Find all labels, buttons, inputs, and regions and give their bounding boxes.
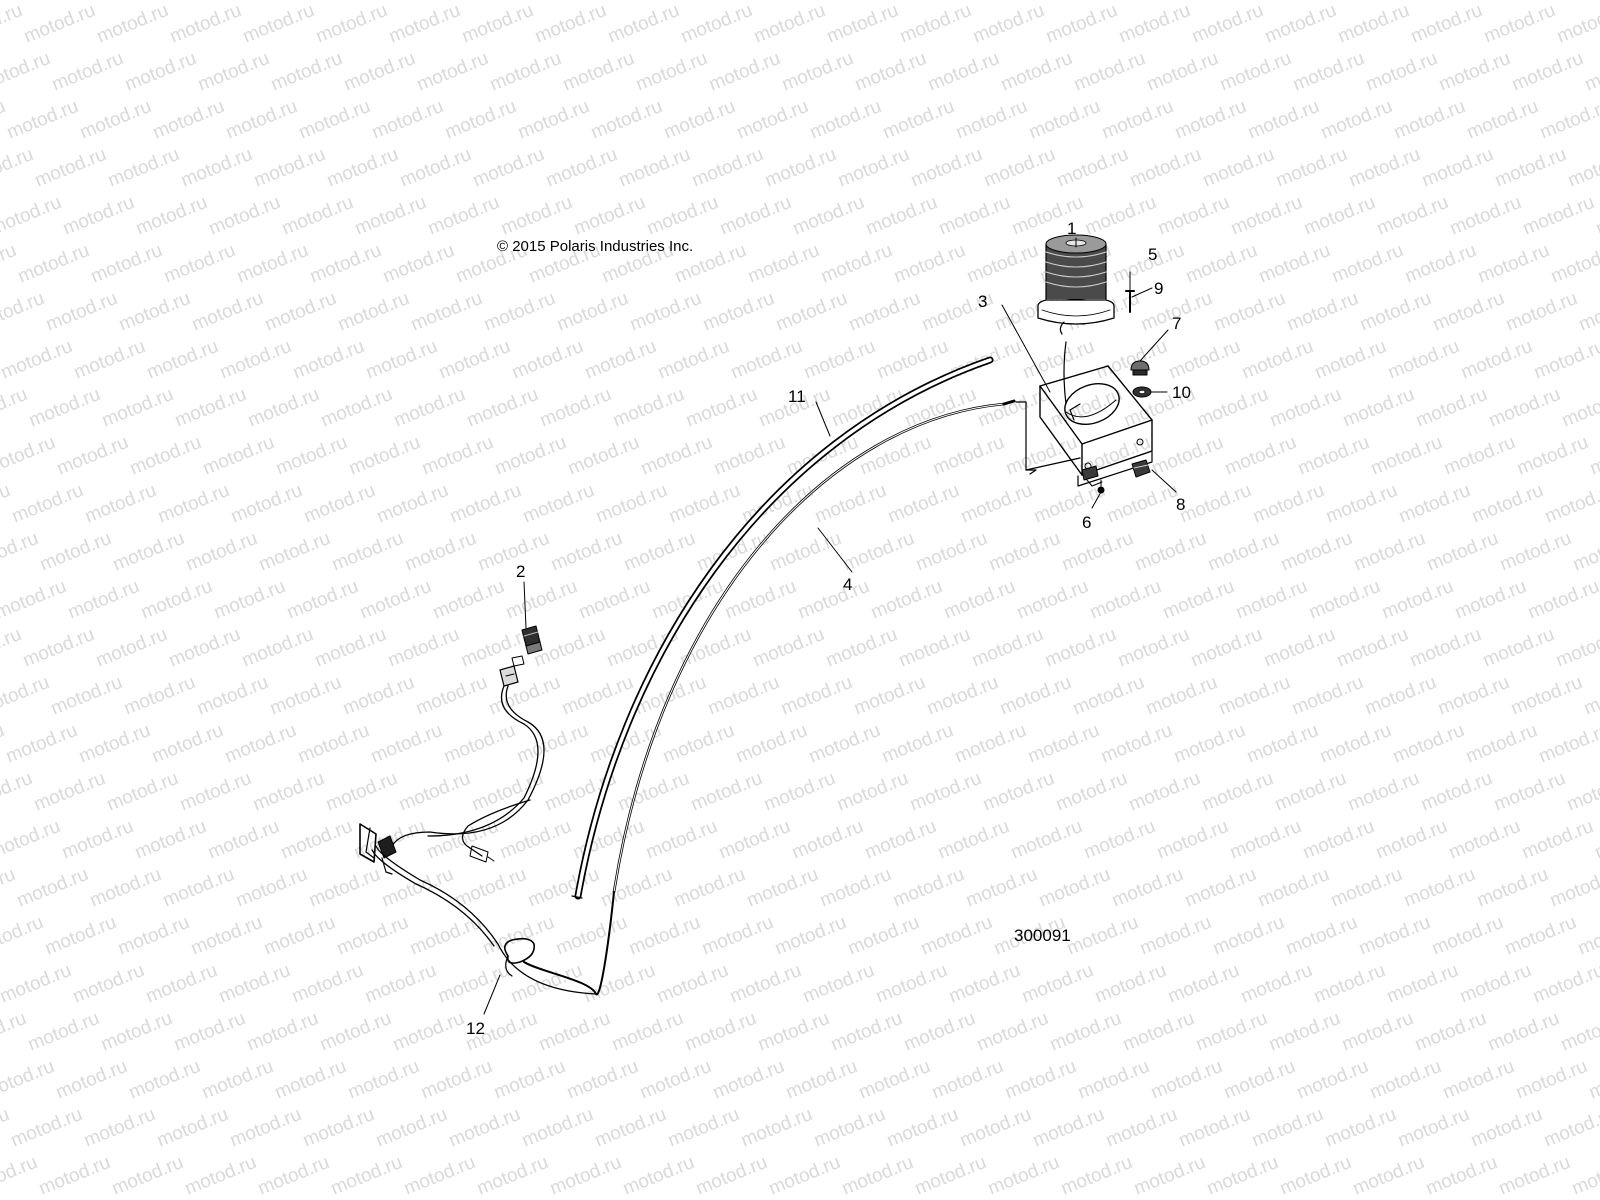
- callout-8: 8: [1176, 495, 1185, 514]
- callout-12: 12: [466, 1019, 485, 1038]
- washer: [1132, 386, 1152, 398]
- switch: [499, 625, 543, 687]
- callout-9: 9: [1154, 279, 1163, 298]
- copyright-notice: © 2015 Polaris Industries Inc.: [497, 238, 694, 255]
- callout-10: 10: [1172, 383, 1191, 402]
- clip: [1081, 459, 1151, 481]
- callout-6: 6: [1082, 513, 1091, 532]
- callout-11: 11: [788, 387, 806, 406]
- leader-lines: [483, 237, 1177, 1015]
- callout-4: 4: [843, 575, 852, 594]
- callout-1: 1: [1067, 219, 1076, 238]
- bolt: [1130, 360, 1150, 376]
- callout-2: 2: [516, 562, 525, 581]
- figure-id: 300091: [1014, 926, 1071, 945]
- screw: [1125, 290, 1135, 313]
- callout-5: 5: [1148, 245, 1157, 264]
- wire-harness: [523, 399, 1081, 996]
- callout-3: 3: [978, 292, 987, 311]
- mounting-bracket: [1039, 341, 1153, 487]
- edge-trim-strip: [571, 356, 994, 900]
- fastener: [1097, 479, 1105, 494]
- beacon-light: [1037, 234, 1115, 335]
- switch-pigtail: [359, 685, 597, 995]
- callout-7: 7: [1172, 314, 1181, 333]
